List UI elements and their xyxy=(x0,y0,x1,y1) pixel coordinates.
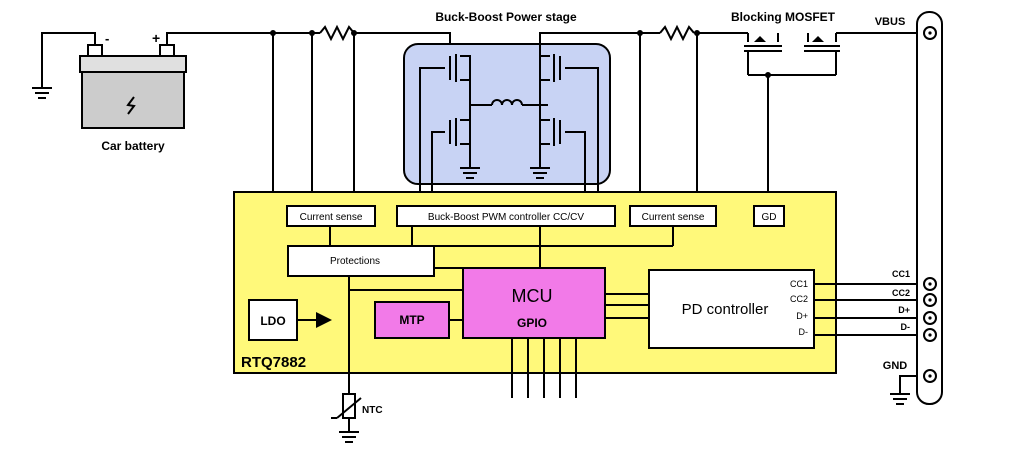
pwm-controller-box xyxy=(396,205,616,227)
battery-label: Car battery xyxy=(101,139,165,153)
mtp-box xyxy=(374,301,450,339)
pwm-controller-label: Buck-Boost PWM controller CC/CV xyxy=(428,212,584,223)
ldo-label: LDO xyxy=(260,314,285,328)
connector-dplus-label: D+ xyxy=(898,305,910,315)
connector-pin-dots xyxy=(928,31,932,378)
mtp-label: MTP xyxy=(399,313,424,327)
usb-connector xyxy=(916,11,943,405)
vbus-label: VBUS xyxy=(875,16,906,28)
ntc-thermistor xyxy=(331,290,362,443)
gpio-label: GPIO xyxy=(517,316,547,330)
battery-minus-label: - xyxy=(105,31,109,46)
ntc-label: NTC xyxy=(362,405,383,416)
power-stage-box xyxy=(403,43,611,185)
protections-label: Protections xyxy=(330,256,380,267)
connector-pin-circles xyxy=(923,26,937,383)
battery-top-band xyxy=(79,55,187,73)
battery-negative-terminal xyxy=(87,44,103,57)
connector-cc2-label: CC2 xyxy=(892,288,910,298)
stage-title: Buck-Boost Power stage xyxy=(435,10,577,24)
car-battery: - + Car battery xyxy=(79,30,187,153)
pd-pin-cc2: CC2 xyxy=(790,294,808,304)
blocking-mosfets xyxy=(744,32,930,206)
battery-bolt-icon xyxy=(126,96,136,115)
sense-wires xyxy=(272,33,355,206)
pd-pin-dminus: D- xyxy=(799,327,809,337)
blocking-mosfet-title: Blocking MOSFET xyxy=(731,10,836,24)
mcu-label: MCU xyxy=(512,286,553,306)
gnd-label: GND xyxy=(883,360,908,372)
connector-cc1-label: CC1 xyxy=(892,269,910,279)
pd-pin-dplus: D+ xyxy=(796,311,808,321)
current-sense-left-label: Current sense xyxy=(300,212,363,223)
gd-label: GD xyxy=(762,212,777,223)
ldo-box xyxy=(248,299,298,341)
power-stage-mosfets xyxy=(419,24,748,206)
chip-name: RTQ7882 xyxy=(241,354,306,371)
chip-blocks: Current sense Buck-Boost PWM controller … xyxy=(248,205,815,349)
pd-controller-box xyxy=(648,269,815,349)
protections-box xyxy=(287,245,435,277)
current-sense-right-label: Current sense xyxy=(642,212,705,223)
pd-controller-label: PD controller xyxy=(682,301,769,318)
pd-pin-cc1: CC1 xyxy=(790,279,808,289)
blocking-mosfet-arrows xyxy=(754,36,824,42)
battery-positive-terminal xyxy=(159,44,175,57)
battery-plus-label: + xyxy=(152,30,160,46)
mcu-box xyxy=(462,267,606,339)
gd-box xyxy=(753,205,785,227)
connector-dminus-label: D- xyxy=(901,322,911,332)
